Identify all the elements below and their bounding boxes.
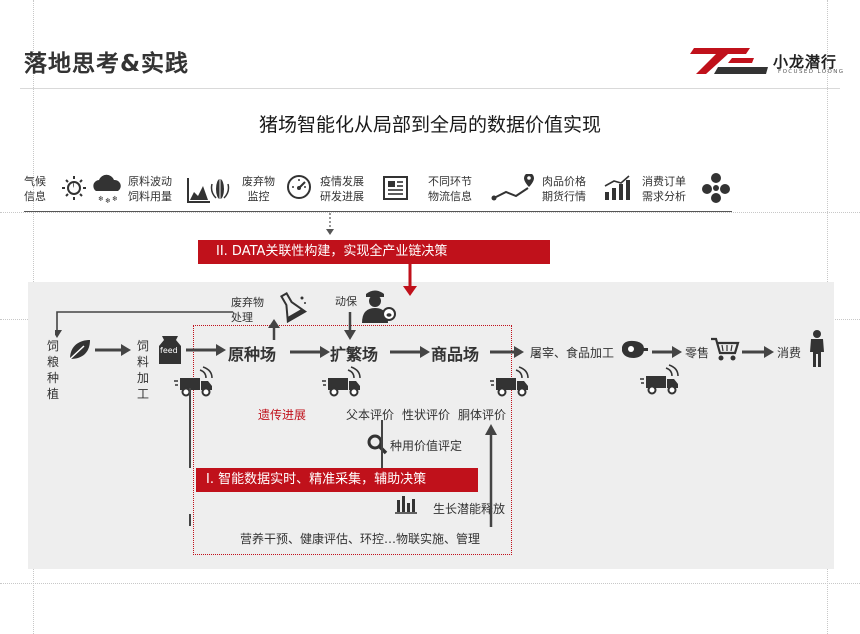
meat-icon — [622, 340, 648, 358]
connector-eval-to-banner — [381, 420, 383, 468]
truck-icon — [322, 366, 361, 397]
label-slaughter: 屠宰、食品加工 — [530, 346, 615, 360]
connector-left-vertical — [189, 388, 191, 468]
person-icon — [810, 330, 824, 367]
stage-commercial-farm: 商品场 — [431, 345, 480, 364]
banner-smart-data: I. 智能数据实时、精准采集，辅助决策 — [196, 468, 478, 492]
truck-icon — [174, 366, 213, 397]
label-waste-treatment: 废弃物处理 — [231, 296, 264, 324]
svg-text:❄: ❄ — [98, 195, 104, 203]
logo-text: 小龙潜行 — [773, 53, 838, 71]
page-title: 落地思考&实践 — [24, 51, 190, 77]
info-item-logistics: 不同环节物流信息 — [428, 175, 472, 203]
label-growth-potential: 生长潜能释放 — [433, 502, 506, 516]
data-sources-row: 气候信息 ❄❄❄ 原料波动饲料用量 废弃物监控 疫情发展研发进展 不 — [24, 168, 732, 210]
label-retail: 零售 — [685, 346, 710, 360]
gauge-icon — [287, 175, 311, 199]
info-item-consumer: 消费订单需求分析 — [642, 175, 686, 203]
stage-nucleus-farm: 原种场 — [228, 345, 277, 364]
arrow-up-growth — [485, 424, 497, 527]
trend-chart-icon — [604, 175, 630, 200]
label-genetic-progress: 遗传进展 — [258, 408, 307, 422]
truck-icon — [640, 364, 679, 395]
route-icon — [491, 174, 534, 201]
leaf-icon — [69, 340, 90, 360]
svg-text:❄: ❄ — [112, 195, 118, 203]
info-item-price: 肉品价格期货行情 — [542, 175, 586, 203]
arrow-processing-to-breeding — [186, 344, 226, 356]
red-arrow-down — [403, 264, 417, 296]
feed-bag-icon: feed — [156, 332, 184, 366]
connector-arrow-down — [326, 213, 334, 235]
arrow-up-to-waste — [268, 319, 280, 340]
label-trait-evaluation: 性状评价 — [402, 408, 451, 422]
label-consume: 消费 — [777, 346, 802, 360]
feed-return-arrow — [52, 310, 235, 344]
arrow-planting-to-processing — [95, 344, 131, 356]
arrow-vet-to-multiplier — [344, 312, 356, 340]
label-vet: 动保 — [335, 295, 357, 308]
arrow-slaughter-to-retail — [652, 346, 682, 358]
label-feed-planting: 饲粮种植 — [46, 339, 59, 401]
logo-mark — [688, 45, 774, 81]
label-breeding-value: 种用价值评定 — [390, 439, 463, 453]
sun-icon — [62, 176, 86, 200]
bar-chart-icon — [395, 496, 417, 514]
banner-data-correlation: II. DATA关联性构建，实现全产业链决策 — [198, 240, 550, 264]
logo-subtitle: FOCUSED LOONG — [778, 69, 845, 75]
svg-text:❄: ❄ — [105, 197, 111, 205]
label-feed-processing: 饲料加工 — [136, 339, 149, 401]
truck-icon — [490, 366, 529, 397]
main-title: 猪场智能化从局部到全局的数据价值实现 — [258, 114, 601, 136]
label-carcass-evaluation: 胴体评价 — [458, 408, 507, 422]
arrow-nucleus-to-multiplier — [290, 346, 330, 358]
crop-chart-icon — [187, 178, 230, 203]
info-item-feed: 原料波动饲料用量 — [128, 175, 172, 203]
info-item-weather: 气候信息 — [24, 175, 46, 203]
info-item-waste: 废弃物监控 — [242, 175, 275, 203]
arrow-commercial-to-slaughter — [490, 346, 524, 358]
arrow-retail-to-consume — [742, 346, 774, 358]
industry-chain-band — [28, 282, 834, 569]
shopping-cart-icon — [711, 337, 740, 361]
label-management: 营养干预、健康评估、环控…物联实施、管理 — [240, 532, 481, 546]
snow-cloud-icon: ❄❄❄ — [93, 174, 121, 205]
arrow-multiplier-to-commercial — [390, 346, 430, 358]
smart-farm-zone — [193, 325, 512, 555]
data-sources-baseline — [24, 211, 732, 212]
header-divider — [20, 88, 840, 89]
newspaper-icon — [383, 176, 408, 200]
info-item-epidemic: 疫情发展研发进展 — [320, 175, 364, 203]
connector-bottom — [189, 514, 191, 526]
stage-multiplier-farm: 扩繁场 — [330, 345, 379, 364]
vet-doctor-icon — [362, 290, 396, 323]
label-parent-evaluation: 父本评价 — [346, 408, 395, 422]
people-icon — [702, 173, 730, 203]
flask-icon — [280, 292, 308, 324]
